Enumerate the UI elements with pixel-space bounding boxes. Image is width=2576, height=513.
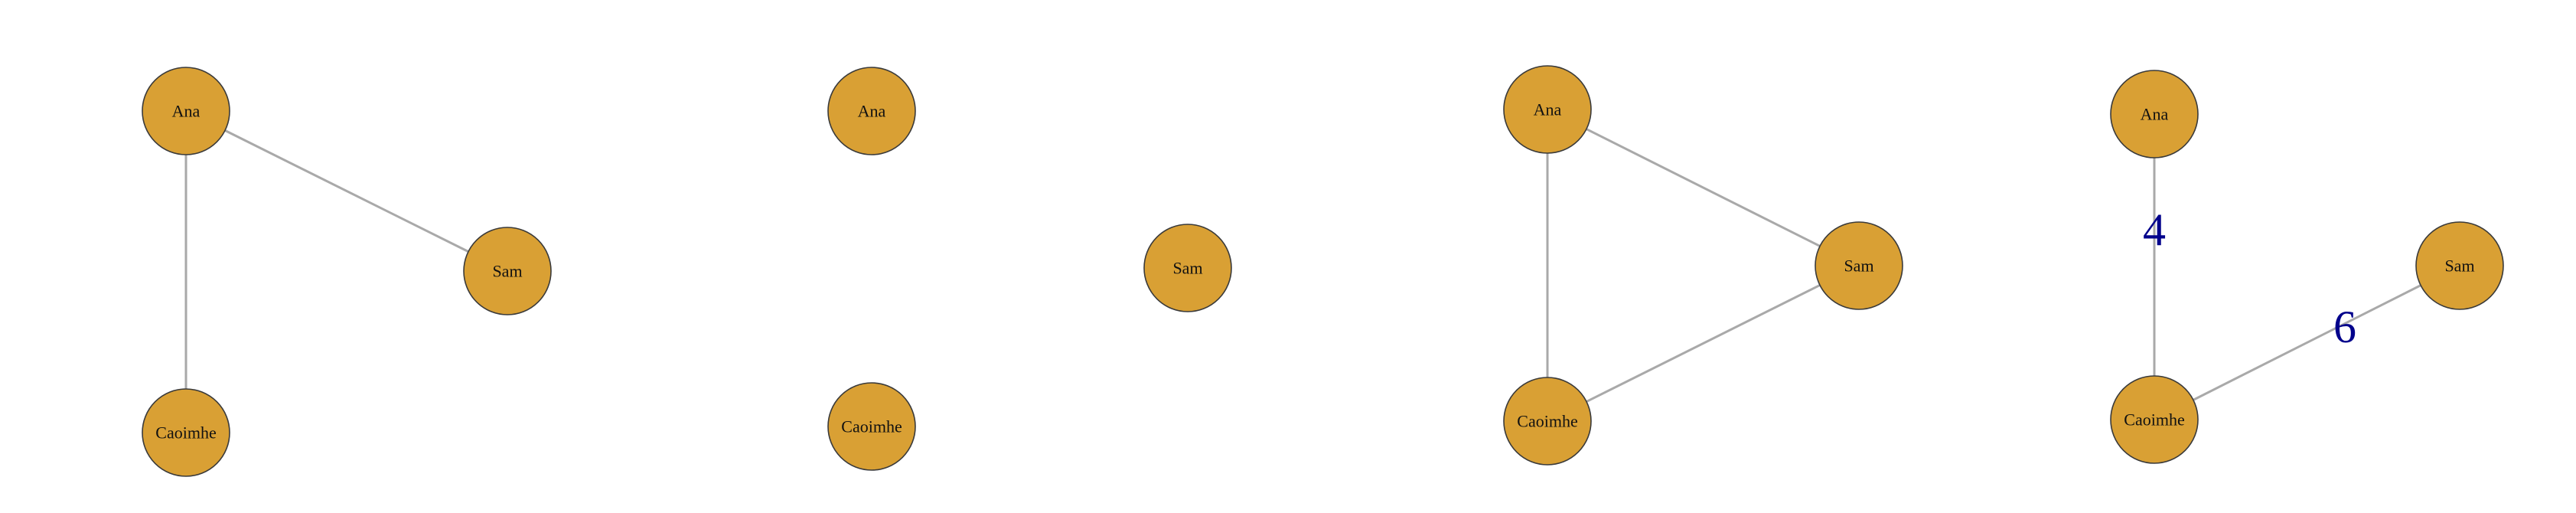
- node-circle: [2415, 221, 2504, 310]
- node-label: Sam: [2444, 256, 2474, 276]
- node-circle: [1503, 65, 1592, 154]
- node-circle: [827, 382, 916, 471]
- node-label: Ana: [2141, 105, 2169, 124]
- node-label: Ana: [172, 102, 201, 121]
- node-sam[interactable]: Sam: [2415, 221, 2504, 310]
- node-circle: [142, 67, 230, 155]
- node-sam[interactable]: Sam: [1143, 224, 1232, 312]
- node-label: Caoimhe: [1517, 412, 1577, 431]
- edge-ana-sam: [224, 129, 469, 253]
- node-caoimhe[interactable]: Caoimhe: [142, 388, 230, 477]
- node-label: Caoimhe: [841, 417, 902, 436]
- node-caoimhe[interactable]: Caoimhe: [1503, 377, 1592, 466]
- node-ana[interactable]: Ana: [827, 67, 916, 155]
- node-ana[interactable]: Ana: [2110, 70, 2199, 158]
- edge-weight-label: 6: [2333, 302, 2356, 352]
- node-sam[interactable]: Sam: [463, 227, 552, 315]
- node-caoimhe[interactable]: Caoimhe: [827, 382, 916, 471]
- node-label: Ana: [1534, 100, 1562, 119]
- node-label: Caoimhe: [155, 423, 216, 443]
- node-circle: [142, 388, 230, 477]
- node-label: Ana: [858, 102, 886, 121]
- edge-caoimhe-sam: [2193, 284, 2421, 401]
- node-ana[interactable]: Ana: [142, 67, 230, 155]
- node-circle: [827, 67, 916, 155]
- edge-weight-label: 4: [2143, 204, 2166, 255]
- node-caoimhe[interactable]: Caoimhe: [2110, 375, 2199, 464]
- node-label: Sam: [1844, 256, 1873, 276]
- node-sam[interactable]: Sam: [1815, 221, 1903, 310]
- node-circle: [1143, 224, 1232, 312]
- edge-sam-caoimhe: [1586, 284, 1821, 403]
- node-ana[interactable]: Ana: [1503, 65, 1592, 154]
- node-circle: [2110, 70, 2199, 158]
- node-circle: [1815, 221, 1903, 310]
- node-label: Caoimhe: [2124, 410, 2184, 430]
- node-circle: [2110, 375, 2199, 464]
- edge-ana-sam: [1586, 128, 1821, 247]
- node-circle: [463, 227, 552, 315]
- node-circle: [1503, 377, 1592, 466]
- node-label: Sam: [1172, 259, 1202, 278]
- node-label: Sam: [492, 262, 522, 281]
